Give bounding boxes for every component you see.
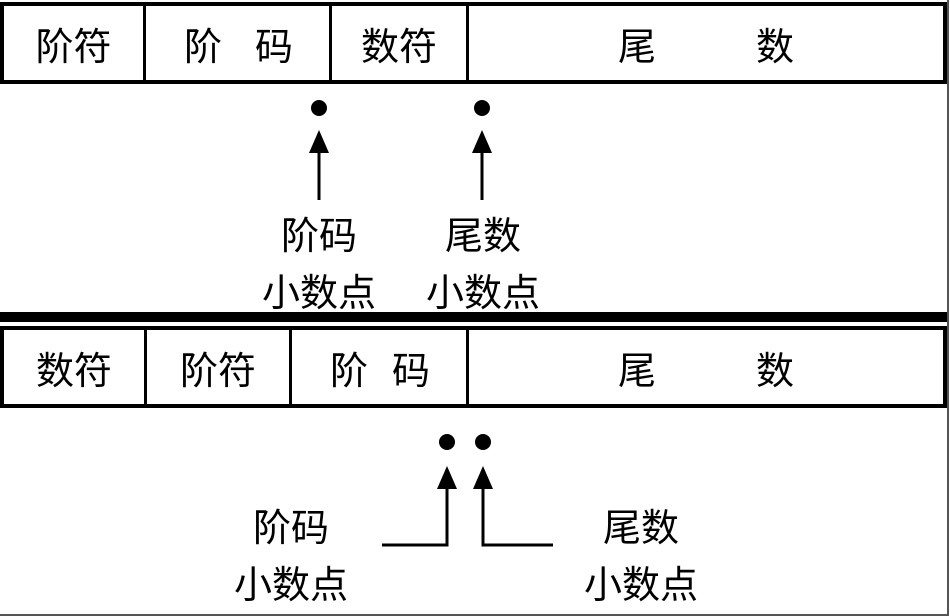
format-b-mantissa-arrow-shaft [481,485,553,547]
section-divider [0,312,947,322]
format-a-register: 阶符 阶 码 数符 尾 数 [0,2,947,84]
format-b-exponent-arrow-shaft [382,485,449,547]
format-a-mantissa-sign-field: 数符 [332,6,469,80]
field-label: 尾 [617,348,656,393]
label-line: 尾数 [445,214,522,258]
format-b-exponent-point-dot [439,434,455,450]
label-line: 尾数 [603,506,680,550]
field-label: 数 [756,348,795,393]
field-label: 阶符 [179,348,256,393]
format-b-exponent-arrow-head [437,466,457,489]
label-line: 小数点 [262,271,377,315]
format-b-mantissa-point-label: 尾数 小数点 [584,500,698,614]
field-label: 码 [391,348,430,393]
format-b-exponent-sign-field: 阶符 [147,330,292,404]
field-label: 码 [254,24,293,69]
field-label: 数 [756,24,795,69]
format-b-mantissa-sign-field: 数符 [4,330,147,404]
format-a-mantissa-point-label: 尾数 小数点 [426,208,540,322]
field-label: 尾 [617,24,656,69]
field-label: 数符 [35,348,112,393]
format-b-register: 数符 阶符 阶 码 尾 数 [0,326,947,408]
label-line: 小数点 [584,563,699,607]
format-a-mantissa-point-dot [474,100,490,116]
format-b-exponent-point-label: 阶码 小数点 [234,500,348,614]
label-line: 小数点 [234,563,349,607]
format-a-exponent-arrow-head [309,130,329,153]
field-label: 阶 [184,24,223,69]
format-a-exponent-sign-field: 阶符 [4,6,146,80]
field-label: 阶 [330,348,369,393]
format-a-exponent-point-label: 阶码 小数点 [262,208,376,322]
format-b-mantissa-field: 尾 数 [469,330,943,404]
field-label: 数符 [360,24,437,69]
format-b-exponent-field: 阶 码 [292,330,469,404]
label-line: 阶码 [281,214,358,258]
label-line: 小数点 [426,271,541,315]
format-a-exponent-point-dot [311,100,327,116]
format-b-mantissa-arrow-head [473,466,493,489]
field-label: 阶符 [35,24,112,69]
format-a-mantissa-arrow-head [472,130,492,153]
format-a-exponent-field: 阶 码 [146,6,332,80]
label-line: 阶码 [253,506,330,550]
format-b-mantissa-point-dot [475,434,491,450]
format-a-mantissa-field: 尾 数 [469,6,943,80]
